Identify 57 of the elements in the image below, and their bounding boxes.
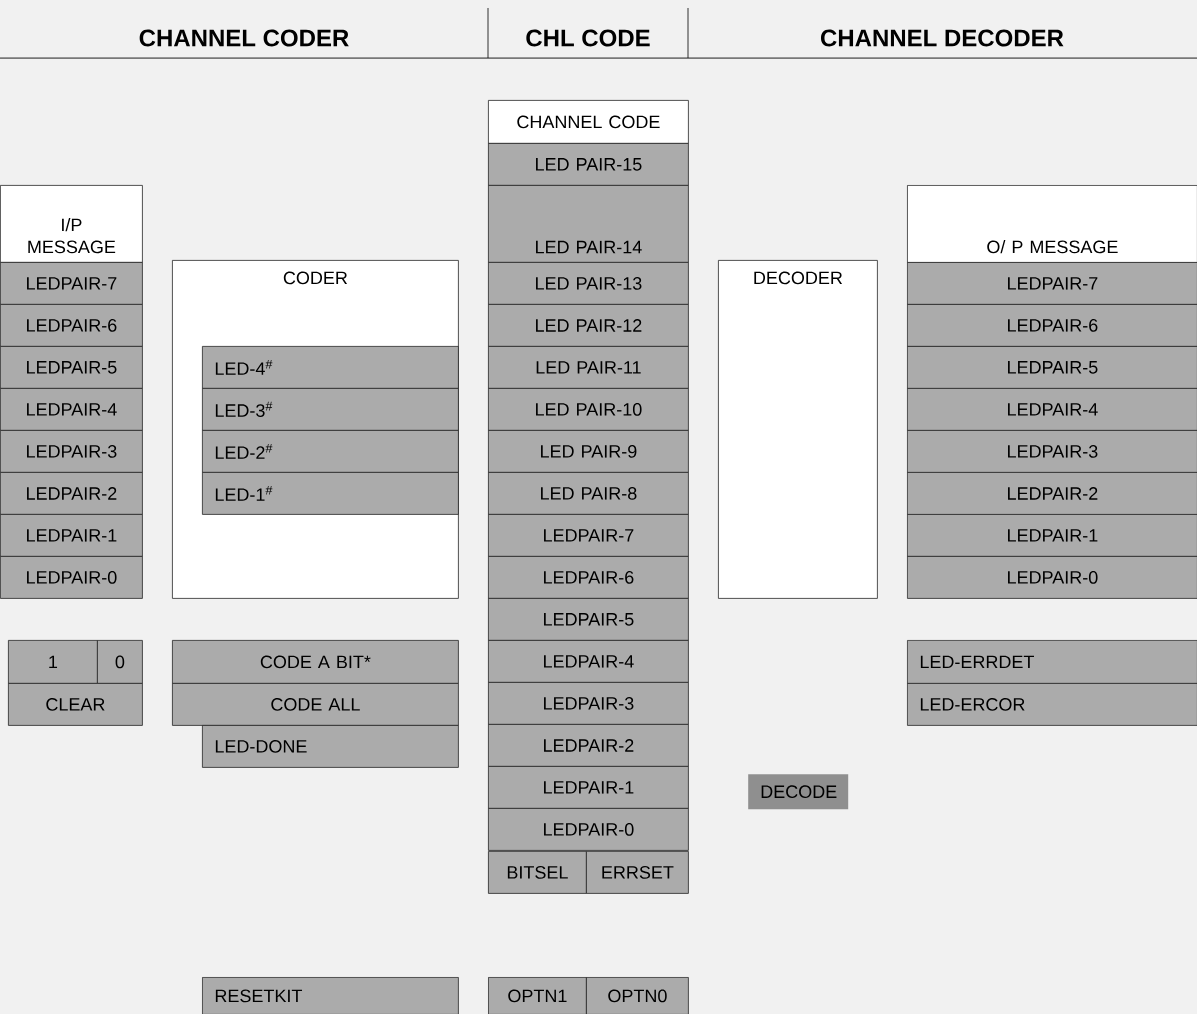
led-row: LED PAIR-9 bbox=[488, 430, 689, 473]
switch-button: 0 bbox=[97, 640, 143, 684]
led-row: LED PAIR-10 bbox=[488, 388, 689, 431]
node-label: LEDPAIR-1 bbox=[1008, 529, 1098, 542]
led-row: LEDPAIR-5 bbox=[0, 346, 143, 389]
panel-box: DECODER bbox=[718, 260, 878, 599]
led-row: LED-1$^{#}$ bbox=[202, 472, 459, 515]
led-row: LEDPAIR-3 bbox=[0, 430, 143, 473]
led-row: LEDPAIR-4 bbox=[907, 388, 1197, 431]
led-row: LED-DONE bbox=[202, 725, 459, 768]
led-row: LEDPAIR-5 bbox=[907, 346, 1197, 389]
node-label: LEDPAIR-2 bbox=[1008, 487, 1098, 500]
led-row: LEDPAIR-2 bbox=[907, 472, 1197, 515]
led-row: LED-3$^{#}$ bbox=[202, 388, 459, 431]
led-row: LEDPAIR-7 bbox=[488, 514, 689, 557]
switch-button: RESETKIT bbox=[202, 977, 459, 1014]
column-heading: CHL CODE bbox=[526, 29, 650, 47]
led-row: LEDPAIR-7 bbox=[0, 262, 143, 305]
led-row: LED-ERCOR bbox=[907, 683, 1197, 726]
led-row: LEDPAIR-7 bbox=[907, 262, 1197, 305]
switch-button: CODE ALL bbox=[172, 683, 459, 726]
led-row: LEDPAIR-1 bbox=[907, 514, 1197, 557]
switch-button: CODE A BIT* bbox=[172, 640, 459, 684]
led-row: LED-ERRDET bbox=[907, 640, 1197, 684]
column-heading: CHANNEL DECODER bbox=[821, 29, 1064, 47]
led-row: LED PAIR-13 bbox=[488, 262, 689, 305]
switch-button: OPTN1 bbox=[488, 977, 587, 1014]
led-row: LED PAIR-14 bbox=[488, 185, 689, 263]
led-row: LEDPAIR-4 bbox=[488, 640, 689, 683]
led-row: LED-4$^{#}$ bbox=[202, 346, 459, 389]
switch-button: BITSEL bbox=[488, 851, 587, 894]
led-row: LEDPAIR-3 bbox=[907, 430, 1197, 473]
led-row: LEDPAIR-1 bbox=[488, 766, 689, 809]
led-row: LEDPAIR-0 bbox=[0, 556, 143, 599]
panel-box: CHANNEL CODE bbox=[488, 100, 689, 144]
led-row: LEDPAIR-4 bbox=[0, 388, 143, 431]
panel-box: I/P MESSAGE bbox=[0, 185, 143, 263]
led-row: LEDPAIR-6 bbox=[0, 304, 143, 347]
led-row: LED PAIR-15 bbox=[488, 143, 689, 186]
led-row: LEDPAIR-6 bbox=[488, 556, 689, 599]
led-row: LED PAIR-12 bbox=[488, 304, 689, 347]
led-row: LEDPAIR-0 bbox=[907, 556, 1197, 599]
led-row: LEDPAIR-2 bbox=[0, 472, 143, 515]
switch-button: DECODE bbox=[748, 774, 849, 810]
switch-button: ERRSET bbox=[586, 851, 689, 894]
led-row: LEDPAIR-1 bbox=[0, 514, 143, 557]
led-row: LED PAIR-8 bbox=[488, 472, 689, 515]
led-row: LED-2$^{#}$ bbox=[202, 430, 459, 473]
led-row: LEDPAIR-5 bbox=[488, 598, 689, 641]
led-row: LEDPAIR-2 bbox=[488, 724, 689, 767]
switch-button: OPTN0 bbox=[586, 977, 689, 1014]
switch-button: 1 bbox=[8, 640, 98, 684]
panel-box: O/ P MESSAGE bbox=[907, 185, 1197, 263]
led-row: LED PAIR-11 bbox=[488, 346, 689, 389]
column-heading: CHANNEL CODER bbox=[139, 29, 349, 47]
led-row: LEDPAIR-3 bbox=[488, 682, 689, 725]
led-row: LEDPAIR-6 bbox=[907, 304, 1197, 347]
